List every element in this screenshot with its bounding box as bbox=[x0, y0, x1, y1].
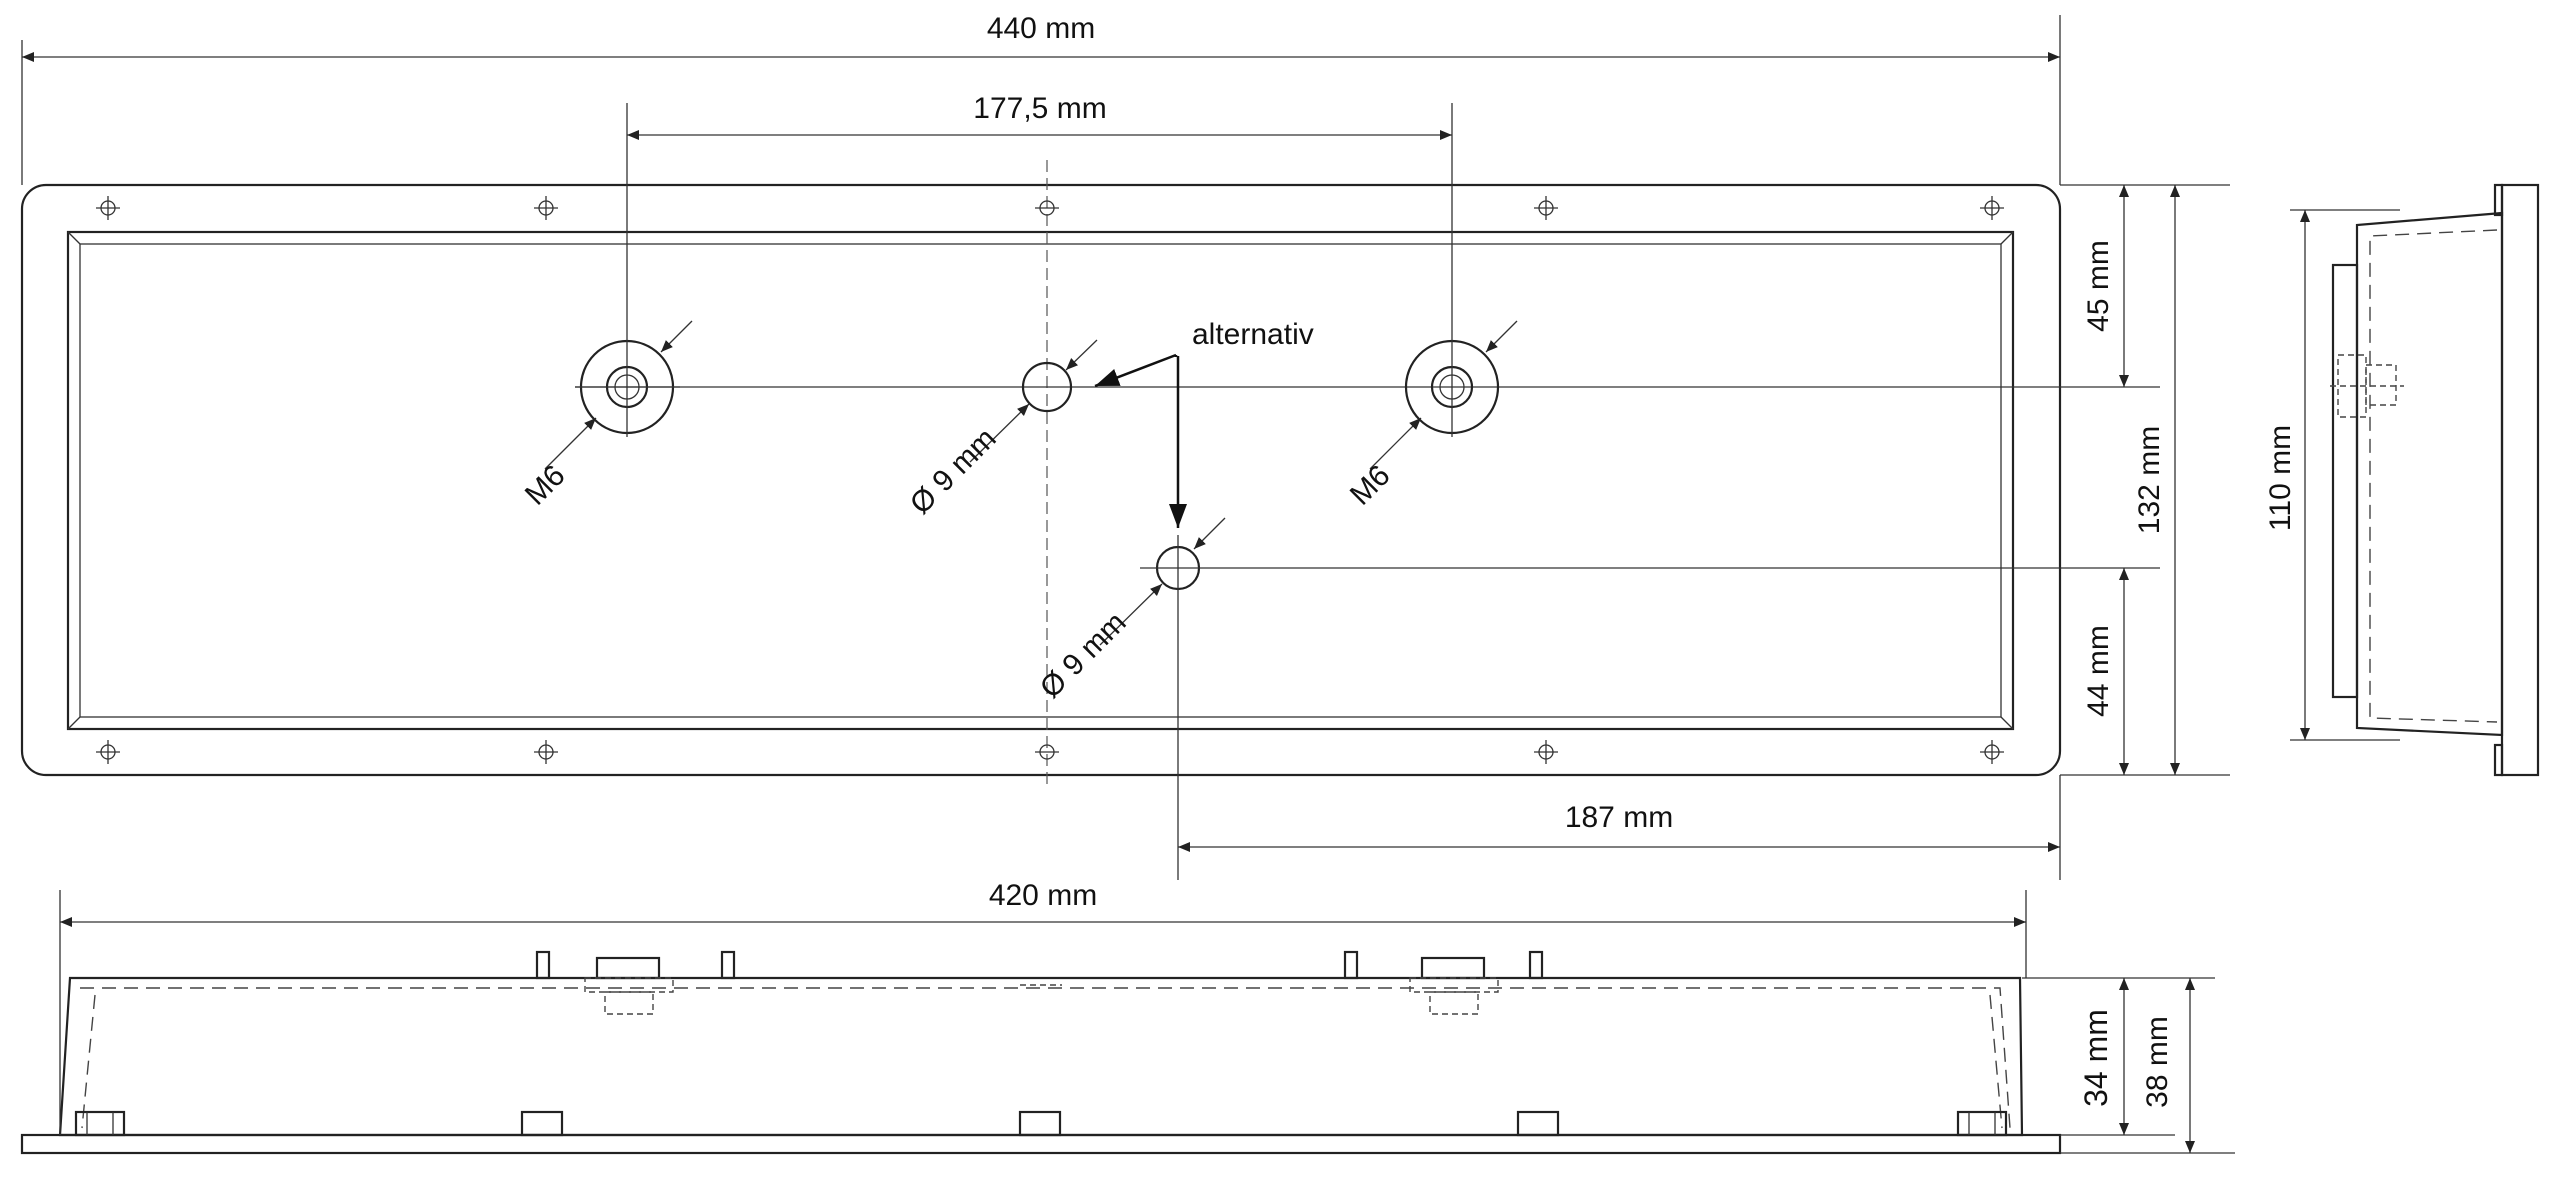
dim-depth-inner-label: 34 mm bbox=[2078, 1009, 2114, 1107]
dim-top-hole-label: 45 mm bbox=[2082, 240, 2115, 332]
dim-hole-spacing-label: 177,5 mm bbox=[973, 92, 1106, 125]
dim-height-total-label: 132 mm bbox=[2133, 426, 2166, 534]
dim-right-vertical: 45 mm 44 mm 132 mm bbox=[2060, 184, 2230, 776]
alternative-label: alternativ bbox=[1192, 318, 1314, 351]
hole-alt-label: Ø 9 mm bbox=[1034, 606, 1133, 705]
dim-width-total-label: 440 mm bbox=[987, 12, 1095, 45]
dim-alt-offset-label: 187 mm bbox=[1565, 801, 1673, 834]
hole-center-label: Ø 9 mm bbox=[904, 422, 1003, 521]
dim-bottom-hole-label: 44 mm bbox=[2082, 625, 2115, 717]
thread-label-left: M6 bbox=[519, 459, 572, 512]
thread-left-m6: M6 bbox=[519, 103, 693, 512]
dim-hole-spacing: 177,5 mm bbox=[627, 92, 1452, 140]
hole-center: Ø 9 mm bbox=[904, 339, 1098, 521]
screw-holes bbox=[96, 196, 2004, 764]
bottom-view: 420 mm 34 mm 38 mm bbox=[20, 879, 2235, 1155]
thread-right-m6: M6 bbox=[1344, 103, 1518, 512]
thread-label-right: M6 bbox=[1344, 459, 1397, 512]
alternative-callout: alternativ bbox=[1094, 318, 1314, 528]
dim-depth-total-label: 38 mm bbox=[2141, 1016, 2174, 1108]
dim-alt-offset: 187 mm bbox=[1178, 775, 2061, 880]
front-view: M6 M6 Ø 9 mm Ø 9 mm bbox=[20, 12, 2230, 880]
dim-base-width-label: 420 mm bbox=[989, 879, 1097, 912]
side-view: 110 mm bbox=[2264, 183, 2540, 777]
dim-width-total: 440 mm bbox=[21, 12, 2061, 185]
dim-side-height-label: 110 mm bbox=[2264, 425, 2297, 531]
